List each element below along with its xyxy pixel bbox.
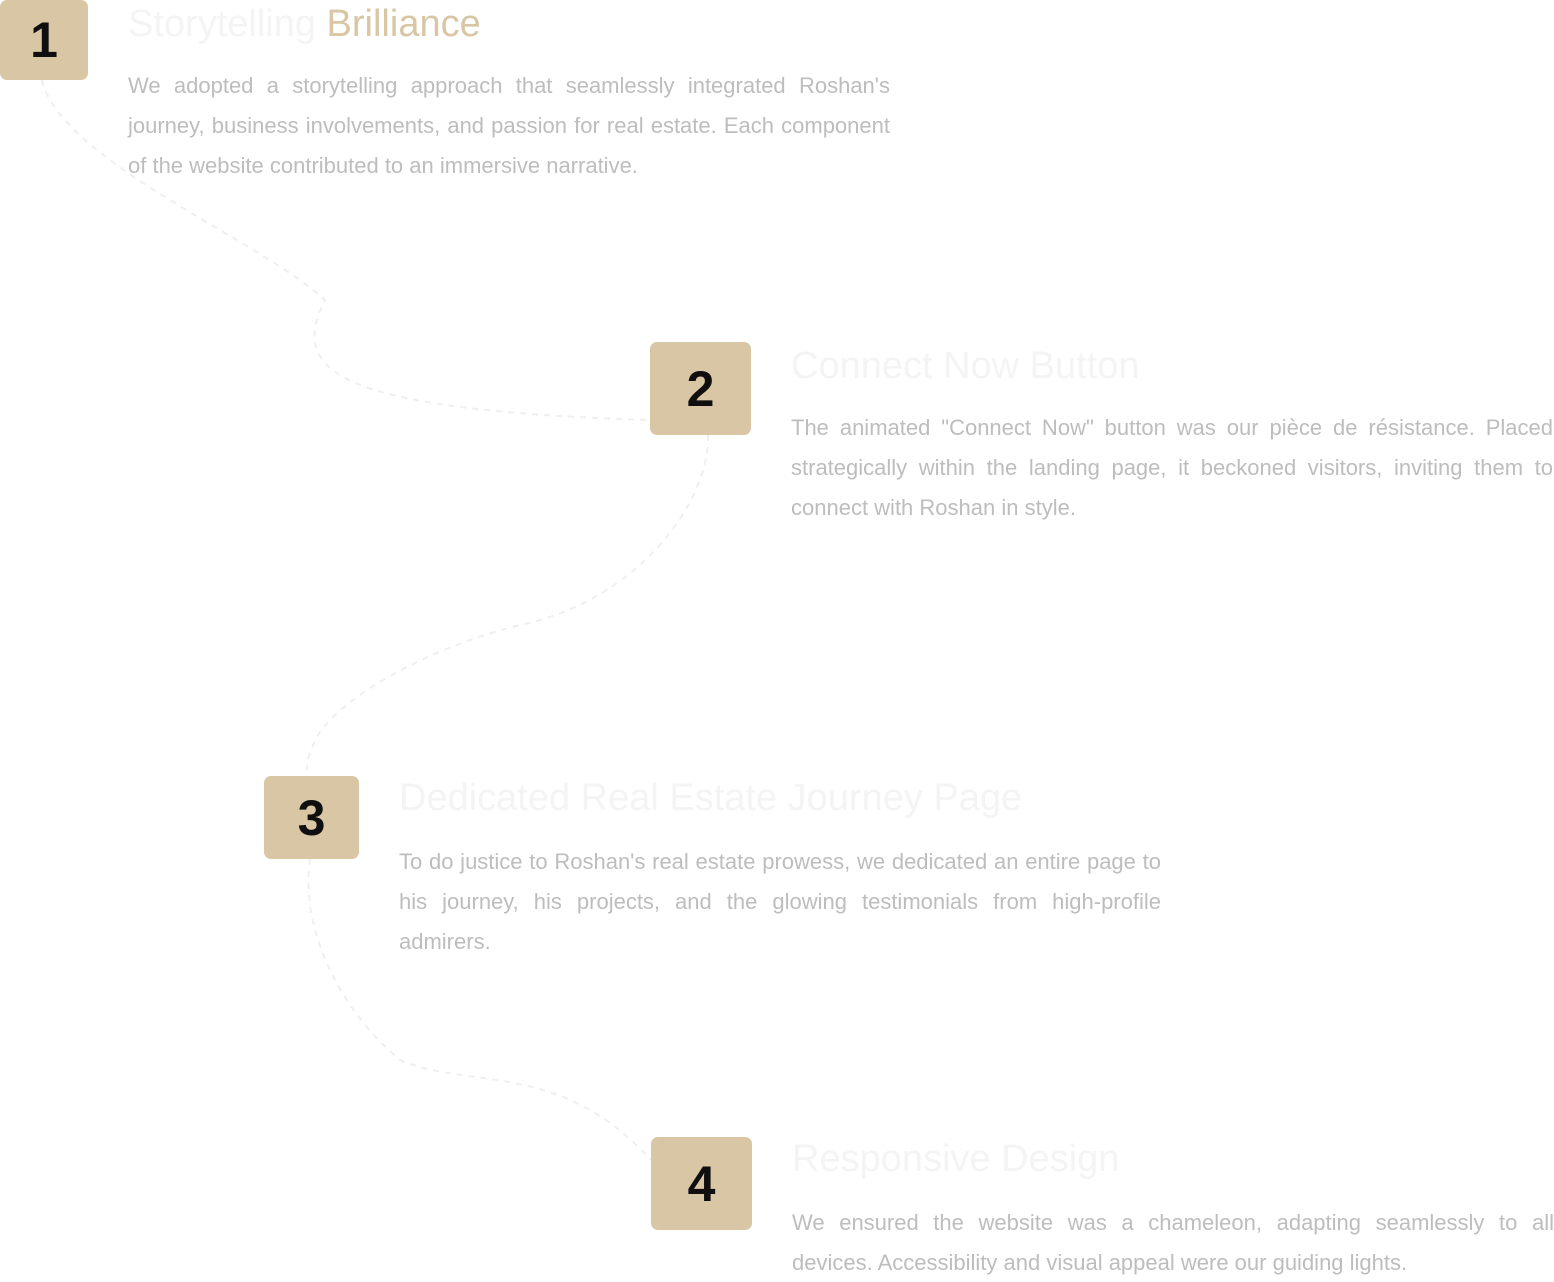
step-2-description: The animated "Connect Now" button was ou… [791,415,1553,520]
step-3-number: 3 [297,789,326,846]
step-1-title: Storytelling Brilliance [128,2,481,48]
step-1-title-accent: Brilliance [326,3,481,45]
step-1-number-badge: 1 [0,0,88,80]
step-1-description: We adopted a storytelling approach that … [128,73,890,178]
timeline-connector-2-3 [305,434,710,777]
step-2-title: Connect Now Button [791,344,1140,390]
step-2-number: 2 [686,360,715,417]
step-4-title-prefix: Responsive Design [792,1138,1120,1180]
step-4-title: Responsive Design [792,1137,1119,1183]
step-1-title-prefix: Storytelling [128,3,316,45]
step-3-title: Dedicated Real Estate Journey Page [399,776,1022,822]
step-3-title-prefix: Dedicated Real Estate Journey Page [399,777,1023,819]
step-4-number: 4 [687,1155,716,1212]
step-4-description: We ensured the website was a chameleon, … [792,1210,1554,1275]
step-3-description: To do justice to Roshan's real estate pr… [399,849,1161,954]
step-2-title-prefix: Connect Now Button [791,345,1140,387]
step-2-number-badge: 2 [650,342,751,435]
step-4-number-badge: 4 [651,1137,752,1230]
step-1-number: 1 [30,12,58,68]
step-3-number-badge: 3 [264,776,359,859]
